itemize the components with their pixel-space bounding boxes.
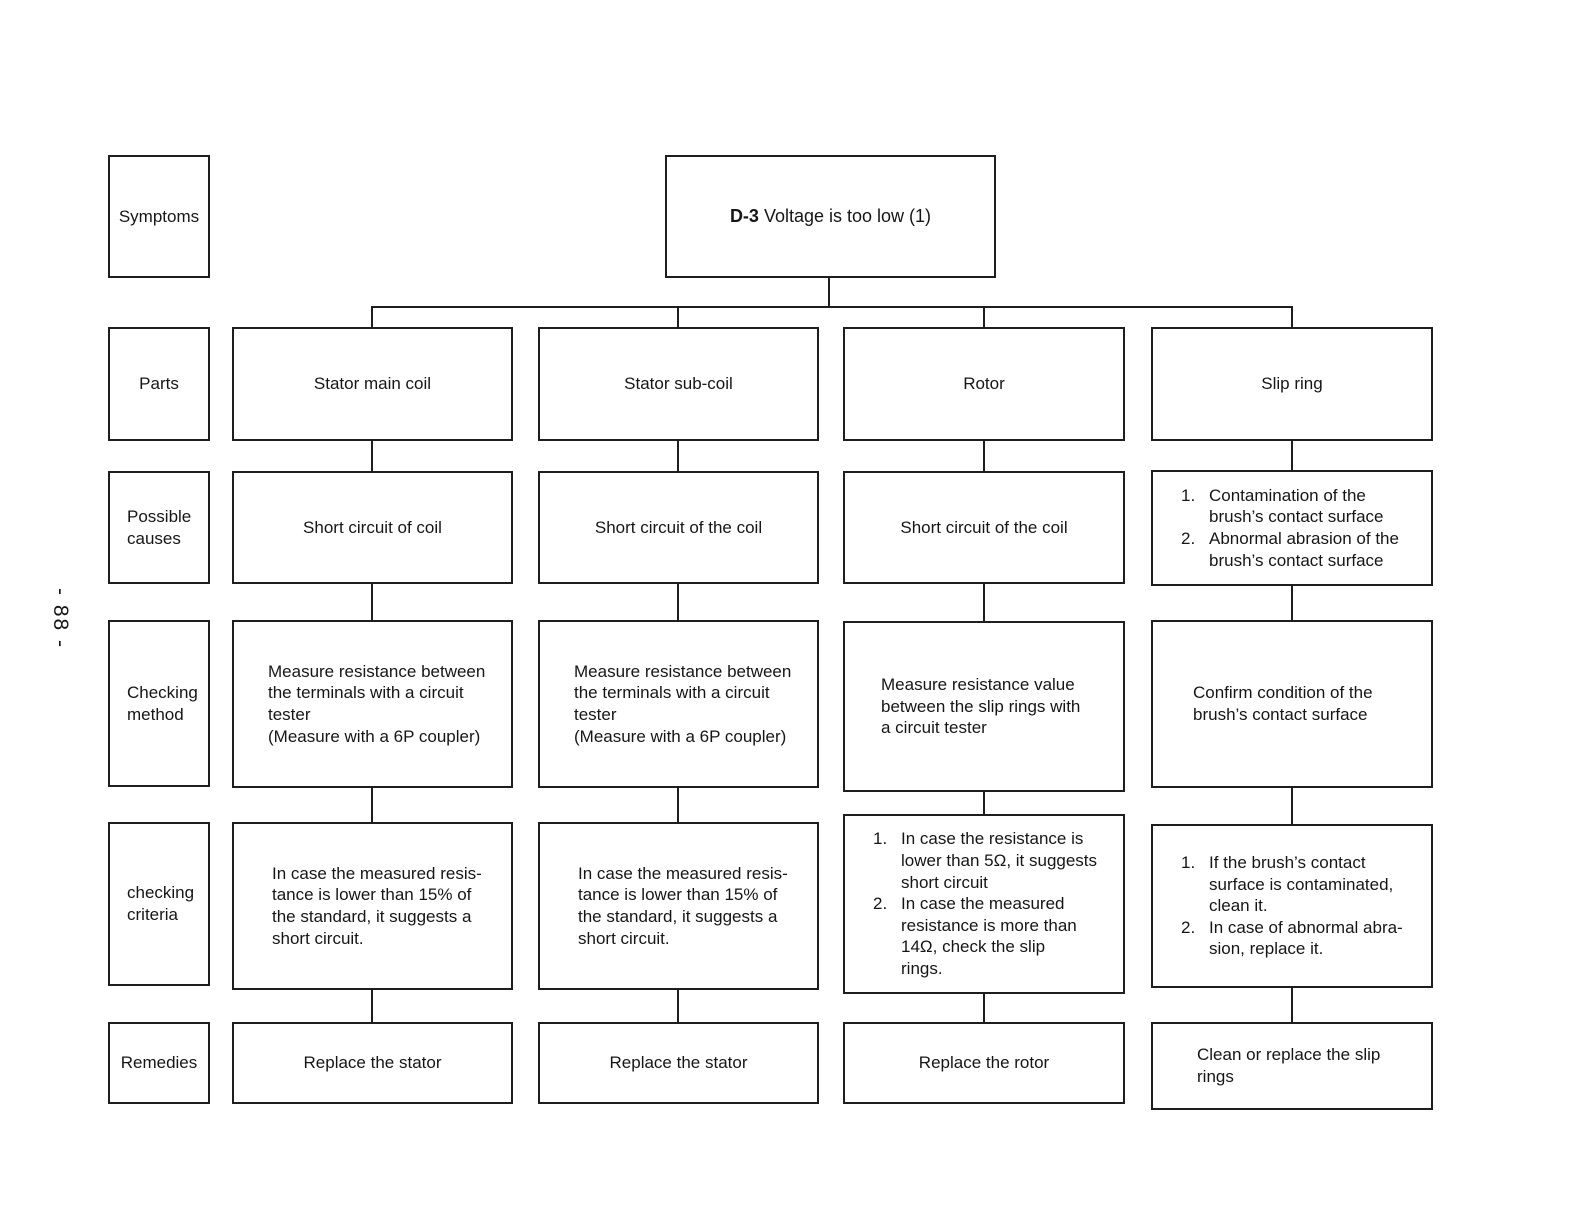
parts-cell-slip-ring: Slip ring xyxy=(1151,327,1433,441)
row-label-remedies-text: Remedies xyxy=(120,1053,198,1073)
parts-cell-text: Stator main coil xyxy=(313,374,432,394)
method-cell-text: Confirm condition of the brush’s contact… xyxy=(1193,683,1373,724)
remedy-cell-stator-main-coil: Replace the stator xyxy=(232,1022,513,1104)
method-cell-slip-ring: Confirm condition of the brush’s contact… xyxy=(1151,620,1433,788)
cause-cell-text: Short circuit of coil xyxy=(303,517,442,537)
list-item: 2. Abnormal abrasion of the brush’s cont… xyxy=(1181,528,1425,571)
list-item-text: Abnormal abrasion of the brush’s contact… xyxy=(1209,529,1399,570)
row-label-symptoms-text: Symptoms xyxy=(118,206,200,226)
parts-cell-rotor: Rotor xyxy=(843,327,1125,441)
connector-branch-drop-col4 xyxy=(1291,306,1293,327)
connector-parts-causes-col3 xyxy=(983,439,985,471)
list-item-text: If the brush’s contact surface is contam… xyxy=(1209,853,1394,916)
list-item-text: In case of abnormal abra- sion, replace … xyxy=(1209,917,1403,959)
remedy-cell-text: Replace the stator xyxy=(609,1053,748,1073)
list-item-number: 2. xyxy=(873,894,888,914)
cause-cell-stator-sub-coil: Short circuit of the coil xyxy=(538,471,819,584)
cause-cell-text: Short circuit of the coil xyxy=(594,517,763,537)
cause-cell-stator-main-coil: Short circuit of coil xyxy=(232,471,513,584)
connector-causes-method-col2 xyxy=(677,582,679,622)
row-label-parts-text: Parts xyxy=(139,374,179,394)
list-item-text: Contamination of the brush’s contact sur… xyxy=(1209,485,1384,527)
connector-parts-causes-col2 xyxy=(677,439,679,471)
connector-method-criteria-col1 xyxy=(371,786,373,822)
parts-cell-stator-main-coil: Stator main coil xyxy=(232,327,513,441)
symptom-title-text: D-3 Voltage is too low (1) xyxy=(730,205,931,228)
remedy-cell-text: Clean or replace the slip rings xyxy=(1197,1045,1381,1086)
connector-method-criteria-col3 xyxy=(983,790,985,814)
cause-cell-slip-ring: 1. Contamination of the brush’s contact … xyxy=(1151,470,1433,586)
symptom-title-box: D-3 Voltage is too low (1) xyxy=(665,155,996,278)
connector-branch-line xyxy=(371,306,1293,308)
cause-cell-rotor: Short circuit of the coil xyxy=(843,471,1125,584)
parts-cell-text: Rotor xyxy=(963,374,1005,394)
parts-cell-text: Slip ring xyxy=(1261,374,1323,394)
row-label-checking-method: Checking method xyxy=(108,620,210,787)
connector-branch-drop-col2 xyxy=(677,306,679,327)
list-item-number: 1. xyxy=(873,829,888,849)
criteria-cell-stator-main-coil: In case the measured resis- tance is low… xyxy=(232,822,513,990)
connector-causes-method-col1 xyxy=(371,582,373,622)
row-label-remedies: Remedies xyxy=(108,1022,210,1104)
remedy-cell-slip-ring: Clean or replace the slip rings xyxy=(1151,1022,1433,1110)
criteria-cell-text: In case the measured resis- tance is low… xyxy=(272,863,482,948)
connector-method-criteria-col4 xyxy=(1291,786,1293,824)
remedy-cell-stator-sub-coil: Replace the stator xyxy=(538,1022,819,1104)
connector-criteria-remedies-col4 xyxy=(1291,986,1293,1022)
list-item-number: 2. xyxy=(1181,529,1196,548)
row-label-checking-criteria: checking criteria xyxy=(108,822,210,986)
connector-causes-method-col3 xyxy=(983,582,985,622)
remedy-cell-text: Replace the rotor xyxy=(918,1053,1050,1073)
cause-cell-text: Short circuit of the coil xyxy=(900,517,1068,537)
row-label-checking-criteria-text: checking criteria xyxy=(127,883,195,924)
method-cell-stator-main-coil: Measure resistance between the terminals… xyxy=(232,620,513,788)
list-item: 1. If the brush’s contact surface is con… xyxy=(1181,852,1427,917)
connector-branch-drop-col3 xyxy=(983,306,985,327)
parts-cell-text: Stator sub-coil xyxy=(624,374,733,394)
connector-causes-method-col4 xyxy=(1291,584,1293,622)
list-item: 2. In case the measured resistance is mo… xyxy=(873,893,1119,979)
list-item-number: 1. xyxy=(1181,485,1196,505)
connector-criteria-remedies-col3 xyxy=(983,992,985,1022)
remedy-cell-rotor: Replace the rotor xyxy=(843,1022,1125,1104)
row-label-checking-method-text: Checking method xyxy=(127,682,198,724)
symptom-code: D-3 xyxy=(729,206,759,227)
criteria-cell-slip-ring: 1. If the brush’s contact surface is con… xyxy=(1151,824,1433,988)
connector-parts-causes-col1 xyxy=(371,439,373,471)
list-item-number: 2. xyxy=(1181,917,1196,937)
list-item: 2. In case of abnormal abra- sion, repla… xyxy=(1181,917,1427,960)
connector-parts-causes-col4 xyxy=(1291,439,1293,471)
method-cell-text: Measure resistance between the terminals… xyxy=(268,661,486,746)
connector-symptom-drop xyxy=(828,276,830,308)
connector-criteria-remedies-col1 xyxy=(371,988,373,1022)
row-label-possible-causes: Possible causes xyxy=(108,471,210,584)
row-label-possible-causes-text: Possible causes xyxy=(127,506,192,548)
connector-criteria-remedies-col2 xyxy=(677,988,679,1022)
connector-branch-drop-col1 xyxy=(371,306,373,327)
connector-method-criteria-col2 xyxy=(677,786,679,822)
method-cell-stator-sub-coil: Measure resistance between the terminals… xyxy=(538,620,819,788)
row-label-symptoms: Symptoms xyxy=(108,155,210,278)
method-cell-text: Measure resistance between the terminals… xyxy=(574,661,792,746)
list-item-number: 1. xyxy=(1181,853,1196,873)
list-item-text: In case the measured resistance is more … xyxy=(901,894,1077,978)
list-item-text: In case the resistance is lower than 5Ω,… xyxy=(901,829,1098,892)
symptom-title: Voltage is too low (1) xyxy=(758,206,932,227)
remedy-cell-text: Replace the stator xyxy=(303,1053,442,1073)
criteria-cell-stator-sub-coil: In case the measured resis- tance is low… xyxy=(538,822,819,990)
method-cell-rotor: Measure resistance value between the sli… xyxy=(843,621,1125,792)
list-item: 1. In case the resistance is lower than … xyxy=(873,828,1119,893)
parts-cell-stator-sub-coil: Stator sub-coil xyxy=(538,327,819,441)
list-item: 1. Contamination of the brush’s contact … xyxy=(1181,485,1425,528)
method-cell-text: Measure resistance value between the sli… xyxy=(881,675,1081,738)
criteria-cell-text: In case the measured resis- tance is low… xyxy=(578,863,788,948)
row-label-parts: Parts xyxy=(108,327,210,441)
page-number: - 88 - xyxy=(49,588,72,650)
criteria-cell-rotor: 1. In case the resistance is lower than … xyxy=(843,814,1125,994)
